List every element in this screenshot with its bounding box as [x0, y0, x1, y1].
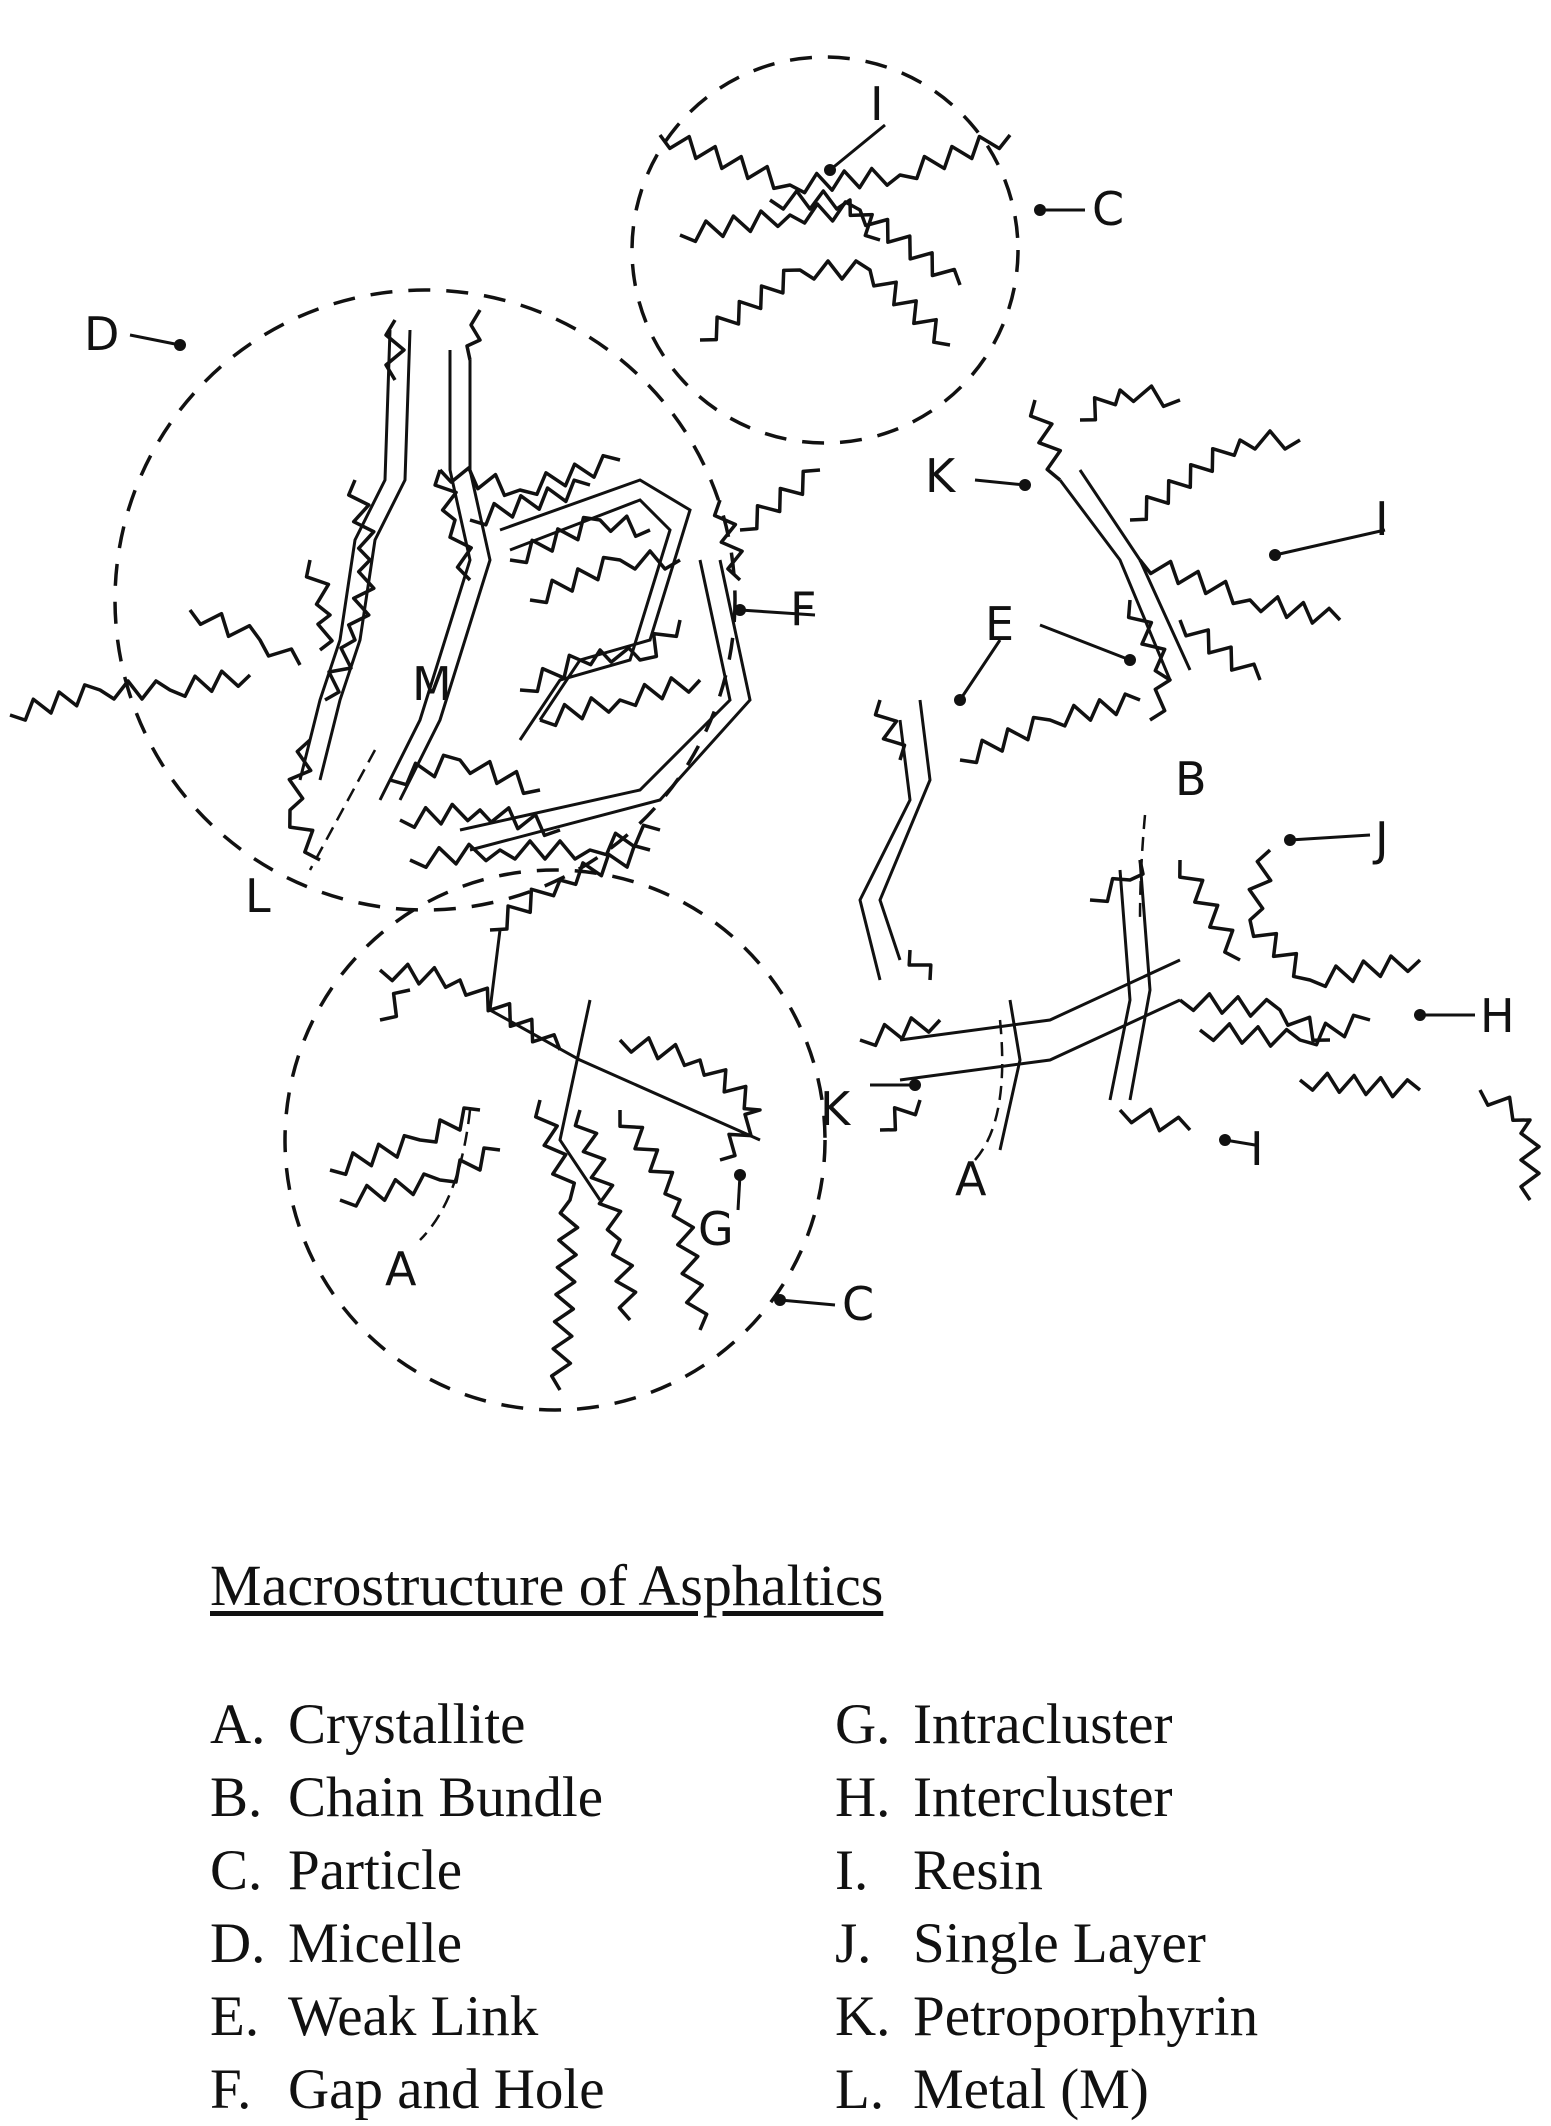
zigzag-chain: [529, 549, 681, 605]
zigzag-chain: [907, 949, 933, 981]
legend-item-a: A.Crystallite: [210, 1693, 526, 1756]
legend-item-g: G.Intracluster: [835, 1693, 1173, 1756]
legend-item-k: K.Petroporphyrin: [835, 1985, 1259, 2048]
zigzag-chain: [1028, 399, 1063, 482]
zigzag-chain: [739, 468, 821, 532]
zigzag-chain: [1198, 1013, 1371, 1048]
zigzag-chain: [378, 962, 562, 1051]
zigzag-chain: [399, 802, 561, 838]
asphaltics-macrostructure-diagram: C C D F K K I I I E B J H A A G L M: [9, 55, 1541, 1412]
zigzag-chain: [1178, 992, 1331, 1042]
zigzag-chain: [533, 1099, 580, 1391]
legend-item-c: C.Particle: [210, 1839, 463, 1902]
chain-links: [298, 329, 1192, 1201]
zigzag-chain: [1118, 1107, 1192, 1133]
label-a-right: A: [955, 1152, 987, 1206]
zigzag-chain: [1129, 429, 1301, 522]
figure-caption: Macrostructure of Asphaltics: [210, 1553, 884, 1618]
zigzag-chain: [699, 259, 951, 347]
zigzag-chain: [712, 499, 744, 582]
zigzag-chain: [658, 133, 1012, 195]
zigzag-chain: [469, 478, 591, 527]
zigzag-chain: [9, 669, 252, 722]
label-a-left: A: [385, 1242, 417, 1296]
zigzag-chain: [389, 753, 541, 796]
zigzag-chain: [465, 309, 482, 361]
zigzag-chain: [959, 692, 1141, 765]
label-c-top: C: [1092, 182, 1124, 236]
zigzag-chain: [1478, 1089, 1541, 1201]
zigzag-chain: [1178, 859, 1241, 962]
legend-left-column: A.Crystallite B.Chain Bundle C.Particle …: [210, 1688, 605, 2126]
zigzag-chain: [509, 514, 651, 565]
label-l: L: [245, 869, 271, 923]
label-m: M: [412, 657, 452, 711]
micelle-boundary: [113, 288, 737, 912]
zigzag-chain: [304, 559, 334, 652]
label-g: G: [698, 1202, 734, 1256]
label-c-bottom: C: [842, 1277, 874, 1331]
label-k-bottom: K: [820, 1082, 852, 1136]
label-d: D: [84, 307, 119, 361]
particle-boundary-bottom: [283, 868, 827, 1412]
zigzag-chain: [1126, 599, 1172, 722]
zigzag-chain: [769, 189, 881, 242]
zigzag-chain: [573, 1109, 638, 1322]
zigzag-chain: [879, 1099, 922, 1132]
zigzag-chain: [1138, 558, 1342, 625]
zigzag-chain: [1178, 619, 1262, 681]
label-e: E: [985, 597, 1014, 651]
label-f: F: [790, 582, 816, 636]
zigzag-chain: [679, 200, 962, 286]
legend-item-e: E.Weak Link: [210, 1985, 539, 2048]
label-i-right: I: [1375, 492, 1389, 546]
legend-item-d: D.Micelle: [210, 1912, 463, 1975]
legend-item-f: F.Gap and Hole: [210, 2058, 605, 2121]
legend-item-b: B.Chain Bundle: [210, 1766, 604, 1829]
label-b: B: [1175, 752, 1207, 806]
molecular-chains: [9, 133, 1541, 1391]
label-i-top: I: [870, 77, 884, 131]
zigzag-chain: [324, 479, 376, 702]
legend-item-j: J.Single Layer: [835, 1912, 1206, 1975]
zigzag-chain: [1079, 384, 1181, 422]
particle-boundary-top: [630, 55, 1020, 445]
zigzag-chain: [489, 843, 651, 932]
zigzag-chain: [859, 1016, 942, 1048]
zigzag-chain: [188, 608, 302, 666]
label-k-top: K: [925, 449, 957, 503]
zigzag-chain: [1298, 1071, 1422, 1099]
zigzag-chain: [1247, 848, 1422, 989]
zigzag-chain: [438, 453, 621, 498]
legend-right-column: G.Intracluster H.Intercluster I.Resin J.…: [835, 1688, 1258, 2126]
label-i-bottom: I: [1250, 1122, 1264, 1176]
zigzag-chain: [618, 1036, 762, 1162]
zigzag-chain: [379, 988, 411, 1022]
label-h: H: [1480, 989, 1515, 1043]
zigzag-chain: [618, 1110, 709, 1331]
label-j: J: [1372, 812, 1389, 866]
zigzag-chain: [433, 469, 473, 582]
zigzag-chain: [539, 676, 702, 728]
legend-item-i: I.Resin: [835, 1839, 1043, 1902]
legend-item-l: L.Metal (M): [835, 2058, 1149, 2121]
zigzag-chain: [409, 823, 661, 870]
zigzag-chain: [1089, 859, 1145, 904]
zigzag-chain: [339, 1146, 501, 1208]
legend-item-h: H.Intercluster: [835, 1766, 1173, 1829]
zigzag-chain: [519, 619, 682, 694]
zigzag-chain: [329, 1106, 481, 1177]
